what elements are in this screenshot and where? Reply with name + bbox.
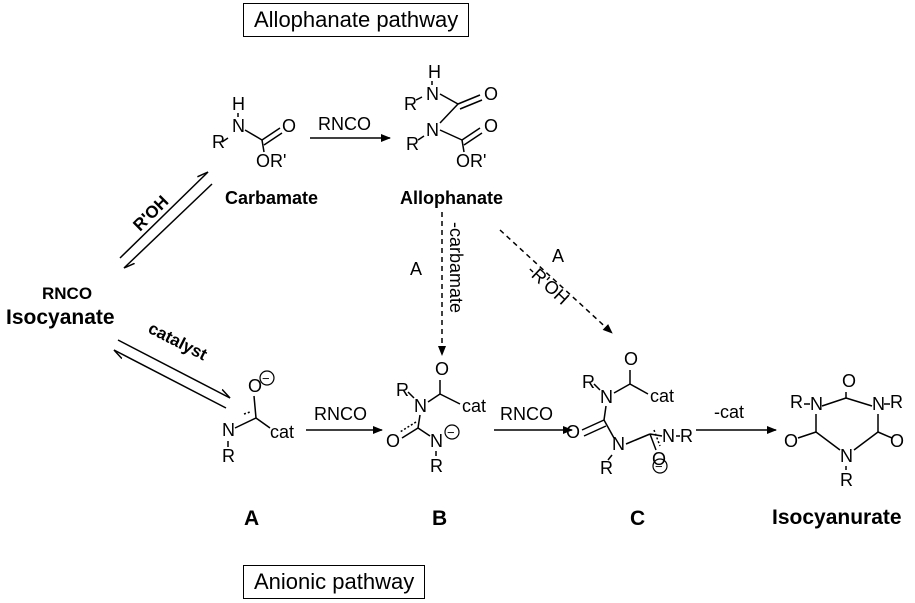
arrow-allophanate-to-c: [499, 229, 613, 334]
arrow-label-a-diag: A: [552, 246, 564, 266]
b-r-bottom-atom: R: [430, 456, 443, 476]
c-o-top-atom: O: [624, 349, 638, 369]
a-negative-charge: −: [262, 371, 270, 386]
allophanate-name: Allophanate: [400, 188, 503, 208]
iso-o-left-atom: O: [784, 431, 798, 451]
carbamate-n-atom: N: [232, 116, 245, 136]
allophanate-r1-atom: R: [404, 94, 417, 114]
allophanate-n2-atom: N: [426, 120, 439, 140]
iso-o-top-atom: O: [842, 371, 856, 391]
allophanate-r2-atom: R: [406, 134, 419, 154]
arrow-label-rnco-b-c: RNCO: [500, 404, 553, 424]
carbamate-h-atom: H: [232, 94, 245, 114]
iso-o-right-atom: O: [890, 431, 904, 451]
b-o-top-atom: O: [435, 359, 449, 379]
c-n3-atom: N: [662, 426, 675, 446]
equilibrium-isocyanate-a: catalyst: [114, 319, 230, 409]
b-cat-group: cat: [462, 396, 486, 416]
allophanate-o1-atom: O: [484, 84, 498, 104]
b-negative-charge: −: [447, 425, 455, 440]
arrow-label-minus-cat: -cat: [714, 402, 744, 422]
c-negative-charge: −: [655, 459, 663, 474]
b-n-atom: N: [414, 396, 427, 416]
intermediate-c-structure: O R N cat O N R O − N R: [566, 349, 693, 478]
b-r-top-atom: R: [396, 380, 409, 400]
a-n-atom: N: [222, 420, 235, 440]
label-a: A: [244, 507, 259, 530]
b-o-bottom-atom: O: [386, 431, 400, 451]
b-n-anion-atom: N: [430, 431, 443, 451]
iso-n-left-atom: N: [810, 394, 823, 414]
c-cat-group: cat: [650, 386, 674, 406]
a-cat-group: cat: [270, 422, 294, 442]
arrow-label-minus-carbamate: -carbamate: [446, 222, 466, 313]
intermediate-a-structure: O − N R cat: [222, 370, 294, 466]
allophanate-h-atom: H: [428, 62, 441, 82]
c-o-left-atom: O: [566, 422, 580, 442]
iso-r-bottom-atom: R: [840, 470, 853, 490]
isocyanate-formula: RNCO: [42, 284, 92, 303]
carbamate-structure: H N R O OR' Carbamate: [212, 94, 318, 208]
arrow-label-minus-roh: -R'OH: [523, 260, 573, 308]
arrow-label-catalyst: catalyst: [145, 319, 210, 365]
arrow-label-rnco-a-b: RNCO: [314, 404, 367, 424]
c-r-bottom-atom: R: [600, 458, 613, 478]
label-b: B: [432, 507, 447, 530]
c-r-top-atom: R: [582, 372, 595, 392]
isocyanurate-structure: O R N N R O O N R: [784, 371, 904, 490]
arrow-label-rnco-top: RNCO: [318, 114, 371, 134]
allophanate-o2-atom: O: [484, 116, 498, 136]
a-r-atom: R: [222, 446, 235, 466]
allophanate-n1-atom: N: [426, 84, 439, 104]
a-o-atom: O: [248, 376, 262, 396]
allophanate-pathway-title: Allophanate pathway: [243, 3, 470, 37]
intermediate-b-structure: O R N cat O N − R: [386, 359, 486, 476]
label-c: C: [630, 507, 645, 530]
carbamate-name: Carbamate: [225, 188, 318, 208]
iso-n-right-atom: N: [872, 394, 885, 414]
allophanate-or-group: OR': [456, 151, 486, 171]
carbamate-r-atom: R: [212, 132, 225, 152]
isocyanate-name: Isocyanate: [6, 306, 115, 329]
carbamate-or-group: OR': [256, 151, 286, 171]
iso-n-bottom-atom: N: [840, 446, 853, 466]
c-n2-atom: N: [612, 434, 625, 454]
isocyanurate-name: Isocyanurate: [772, 506, 902, 529]
arrow-label-a-down: A: [410, 259, 422, 279]
allophanate-structure: H N R O N R O OR' Allophanate: [400, 62, 503, 208]
c-r-right-atom: R: [680, 426, 693, 446]
anionic-pathway-title: Anionic pathway: [243, 565, 426, 599]
iso-r-right-atom: R: [890, 392, 903, 412]
c-n1-atom: N: [600, 387, 613, 407]
equilibrium-isocyanate-carbamate: R'OH: [119, 172, 213, 268]
iso-r-left-atom: R: [790, 392, 803, 412]
carbamate-carbonyl-o: O: [282, 116, 296, 136]
